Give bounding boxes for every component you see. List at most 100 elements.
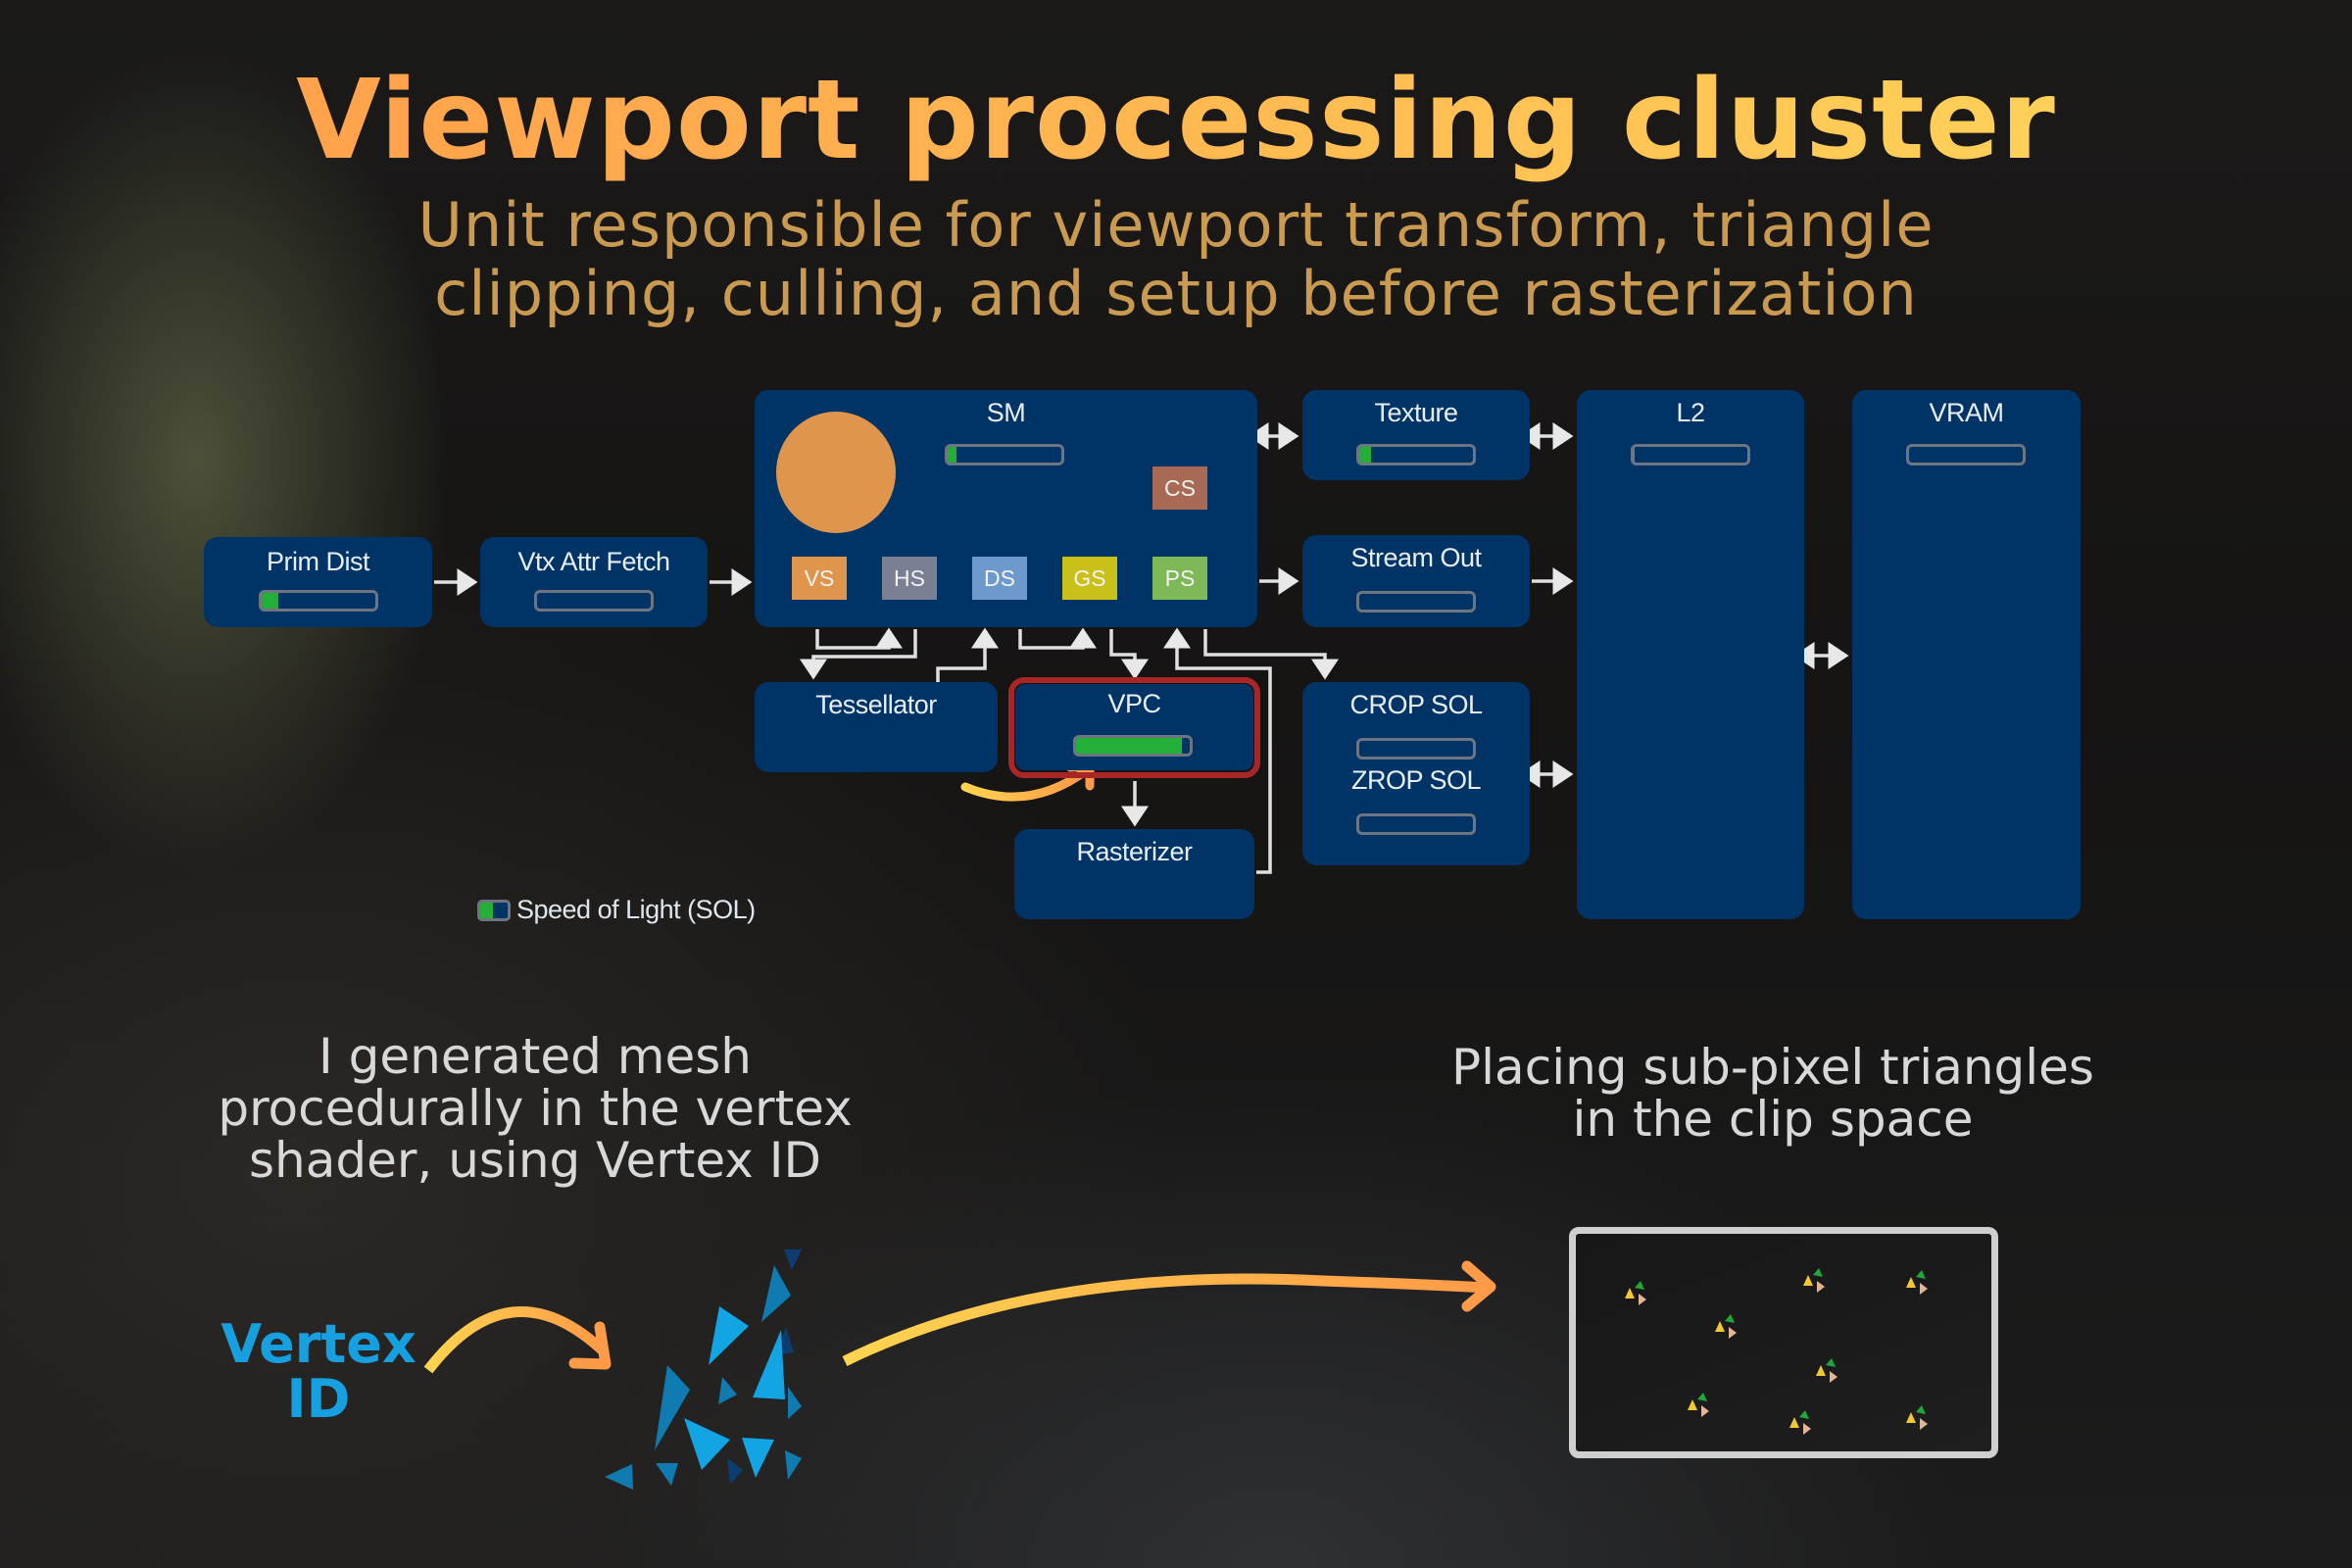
left-caption: I generated mesh procedurally in the ver…	[143, 1031, 927, 1187]
legend-swatch	[477, 899, 511, 921]
unit-tessellator[interactable]: Tessellator	[755, 682, 998, 772]
unit-texture[interactable]: Texture	[1302, 390, 1530, 480]
sol-fill	[1634, 447, 1636, 463]
sol-bar	[259, 590, 378, 612]
subpixel-triangle	[1916, 1405, 1926, 1414]
unit-label: Prim Dist	[267, 547, 370, 576]
left-caption-line: I generated mesh	[318, 1028, 752, 1085]
subtitle-line-2: clipping, culling, and setup before rast…	[434, 258, 1918, 329]
mesh-triangle	[684, 1418, 730, 1470]
subpixel-triangle	[1635, 1281, 1644, 1290]
sol-fill	[262, 593, 279, 609]
page-title: Viewport processing cluster	[0, 57, 2352, 184]
unit-label-zrop: ZROP SOL	[1350, 765, 1482, 795]
subpixel-triangle-group	[1906, 1270, 1928, 1295]
unit-label: SM	[986, 398, 1026, 427]
shader-stage-gs[interactable]: GS	[1062, 557, 1117, 600]
sol-legend: Speed of Light (SOL)	[477, 895, 756, 925]
sol-fill	[948, 447, 957, 463]
sol-fill	[1076, 738, 1182, 754]
unit-label: Vtx Attr Fetch	[517, 547, 670, 576]
subpixel-triangle	[1701, 1405, 1709, 1417]
left-caption-line: procedurally in the vertex	[218, 1080, 853, 1137]
mesh-triangle	[605, 1464, 633, 1490]
subpixel-triangle	[1916, 1270, 1926, 1279]
subtitle-line-1: Unit responsible for viewport transform,…	[417, 189, 1935, 261]
unit-label: Tessellator	[815, 690, 937, 719]
mesh-triangle	[718, 1377, 737, 1404]
sol-bar-zrop	[1356, 813, 1476, 835]
subpixel-triangle	[1830, 1371, 1838, 1383]
unit-vpc[interactable]: VPC	[1015, 684, 1253, 770]
unit-label-crop: CROP SOL	[1349, 690, 1483, 719]
vertex-id-line-2: ID	[286, 1368, 351, 1430]
unit-label: VRAM	[1929, 398, 2004, 427]
unit-rop[interactable]: CROP SOL ZROP SOL	[1302, 682, 1530, 865]
shader-stage-ds[interactable]: DS	[972, 557, 1027, 600]
sol-bar	[1356, 591, 1476, 612]
mesh-triangle	[742, 1438, 774, 1478]
mesh-triangle	[709, 1306, 749, 1365]
subpixel-triangle	[1906, 1277, 1916, 1288]
subpixel-triangle-group	[1715, 1314, 1737, 1339]
shader-stage-vs[interactable]: VS	[792, 557, 847, 600]
right-caption-line: in the clip space	[1572, 1091, 1974, 1148]
unit-rasterizer[interactable]: Rasterizer	[1014, 829, 1254, 919]
unit-vram[interactable]: VRAM	[1852, 390, 2081, 919]
sol-bar	[1906, 444, 2026, 466]
mesh-triangle	[656, 1463, 678, 1486]
mesh-triangle	[753, 1330, 785, 1399]
clip-space-view	[1569, 1227, 1998, 1458]
sol-bar	[1631, 444, 1750, 466]
subpixel-triangle-group	[1906, 1405, 1928, 1430]
vertex-id-line-1: Vertex	[220, 1313, 416, 1375]
left-caption-line: shader, using Vertex ID	[248, 1132, 822, 1189]
connector-gs-vpc	[1109, 629, 1149, 680]
subpixel-triangle	[1799, 1410, 1809, 1419]
subpixel-triangle	[1906, 1412, 1916, 1423]
sol-bar-crop	[1356, 738, 1476, 760]
vertexid-arrowhead	[568, 1321, 612, 1370]
connector-ps-crop	[1203, 629, 1339, 680]
unit-label: VPC	[1107, 689, 1161, 718]
unit-stream-out[interactable]: Stream Out	[1302, 535, 1530, 627]
mesh-triangle	[784, 1250, 802, 1270]
shader-stage-hs[interactable]: HS	[882, 557, 937, 600]
right-caption-line: Placing sub-pixel triangles	[1451, 1039, 2094, 1096]
subpixel-triangle-group	[1803, 1268, 1825, 1293]
shader-stage-cs[interactable]: CS	[1152, 466, 1207, 510]
subpixel-triangle-group	[1688, 1393, 1709, 1417]
subpixel-triangle	[1826, 1358, 1836, 1367]
subpixel-triangle	[1817, 1281, 1825, 1293]
unit-l2[interactable]: L2	[1577, 390, 1804, 919]
unit-label: Rasterizer	[1076, 837, 1193, 866]
mesh-triangle	[727, 1458, 743, 1485]
mesh-triangle	[788, 1387, 802, 1419]
right-caption: Placing sub-pixel triangles in the clip …	[1381, 1042, 2165, 1146]
subpixel-triangle	[1803, 1275, 1813, 1286]
vpc-highlight-frame	[1008, 677, 1260, 778]
unit-prim-dist[interactable]: Prim Dist	[204, 537, 432, 627]
subpixel-triangle-group	[1816, 1358, 1838, 1383]
subpixel-triangle	[1789, 1417, 1799, 1428]
sol-fill	[1359, 447, 1371, 463]
mesh-to-clipspace-arrow	[842, 1273, 1489, 1366]
shader-stage-ps[interactable]: PS	[1152, 557, 1207, 600]
subpixel-triangle-group	[1625, 1281, 1646, 1305]
clip-space-triangles	[1625, 1268, 1928, 1435]
unit-vtx-attr-fetch[interactable]: Vtx Attr Fetch	[480, 537, 708, 627]
unit-sm[interactable]: SM VS HS DS GS PS CS	[755, 390, 1257, 627]
subpixel-triangle	[1803, 1423, 1811, 1435]
connector-raster-ps	[1163, 627, 1272, 874]
subpixel-triangle	[1625, 1288, 1635, 1298]
subpixel-triangle	[1920, 1418, 1928, 1430]
connector-tess-ds	[936, 627, 999, 682]
sol-bar	[1073, 735, 1193, 757]
subpixel-triangle-group	[1789, 1410, 1811, 1435]
connector-ds-gs	[1018, 627, 1097, 650]
subpixel-triangle	[1725, 1314, 1735, 1323]
unit-label: Stream Out	[1350, 543, 1482, 572]
mesh-triangle	[655, 1365, 690, 1450]
subpixel-triangle	[1816, 1365, 1826, 1376]
